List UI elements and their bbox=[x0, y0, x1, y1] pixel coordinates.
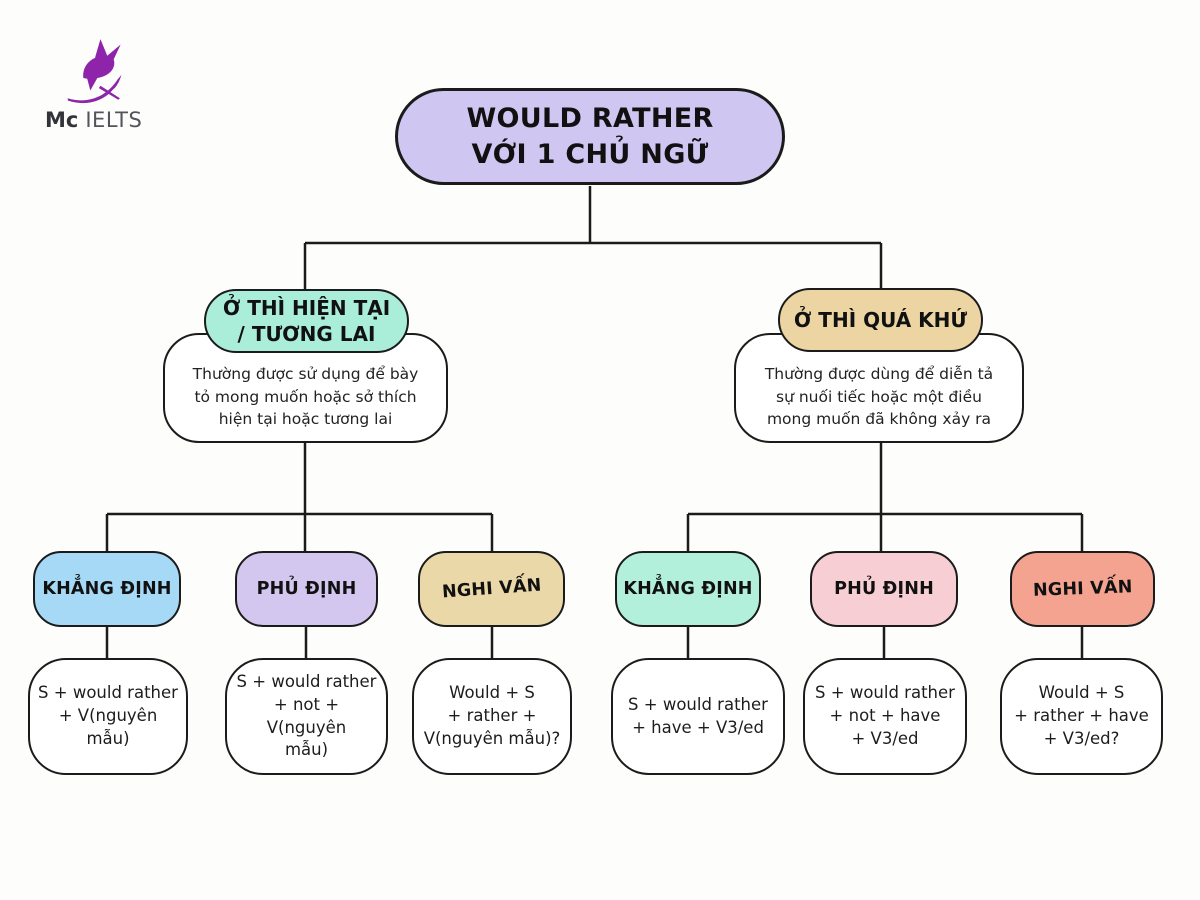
root-node-title: WOULD RATHER VỚI 1 CHỦ NGỮ bbox=[395, 88, 785, 185]
formula-present-interrogative: Would + S + rather + V(nguyên mẫu)? bbox=[412, 658, 572, 775]
brand-name-ielts: IELTS bbox=[85, 108, 143, 132]
label-text: KHẲNG ĐỊNH bbox=[42, 579, 172, 599]
formula-past-interrogative: Would + S + rather + have + V3/ed? bbox=[1000, 658, 1163, 775]
formula-present-negative: S + would rather + not + V(nguyên mẫu) bbox=[225, 658, 388, 775]
formula-past-affirmative: S + would rather + have + V3/ed bbox=[611, 658, 785, 775]
brand-name-mc: Mc bbox=[45, 108, 79, 132]
label-present-negative: PHỦ ĐỊNH bbox=[235, 551, 378, 627]
label-past-negative: PHỦ ĐỊNH bbox=[810, 551, 958, 627]
label-present-affirmative: KHẲNG ĐỊNH bbox=[33, 551, 181, 627]
formula-past-negative: S + would rather + not + have + V3/ed bbox=[803, 658, 967, 775]
label-past-interrogative: NGHI VẤN bbox=[1010, 551, 1155, 627]
formula-present-affirmative: S + would rather + V(nguyên mẫu) bbox=[28, 658, 188, 775]
tree-connector-path bbox=[105, 186, 1084, 662]
label-text: PHỦ ĐỊNH bbox=[834, 579, 934, 599]
branch-present-heading: Ở THÌ HIỆN TẠI / TƯƠNG LAI bbox=[204, 289, 409, 353]
branch-past-description: Thường được dùng để diễn tả sự nuối tiếc… bbox=[764, 365, 994, 429]
label-past-affirmative: KHẲNG ĐỊNH bbox=[615, 551, 761, 627]
label-text: KHẲNG ĐỊNH bbox=[623, 579, 753, 599]
branch-present-description: Thường được sử dụng để bày tỏ mong muốn … bbox=[192, 365, 419, 429]
label-text: PHỦ ĐỊNH bbox=[256, 579, 357, 599]
label-text: NGHI VẤN bbox=[1032, 577, 1133, 601]
label-present-interrogative: NGHI VẤN bbox=[418, 551, 565, 627]
hummingbird-logo-icon bbox=[67, 39, 122, 104]
label-text: NGHI VẤN bbox=[441, 575, 542, 603]
branch-past-heading: Ở THÌ QUÁ KHỨ bbox=[778, 288, 983, 352]
